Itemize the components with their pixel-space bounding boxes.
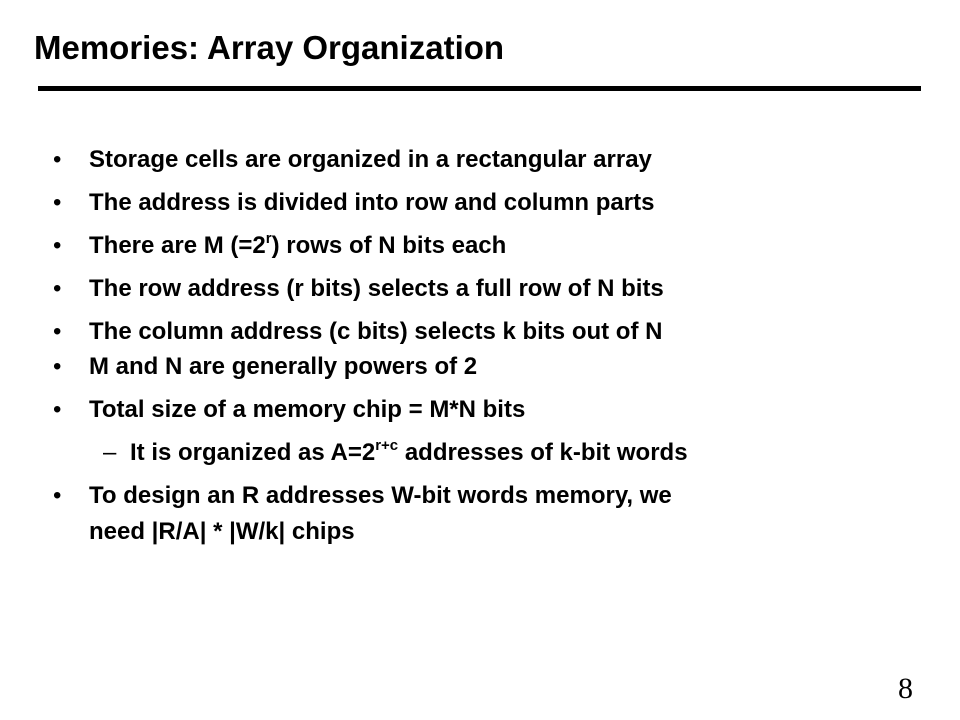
- title-underline: [38, 86, 921, 91]
- bullet-item: • To design an R addresses W-bit words m…: [53, 482, 672, 510]
- bullet-continuation: need |R/A| * |W/k| chips: [89, 518, 355, 546]
- bullet-text: ) rows of N bits each: [271, 232, 507, 259]
- bullet-marker: •: [53, 232, 62, 259]
- bullet-item: • The row address (r bits) selects a ful…: [53, 275, 664, 303]
- bullet-text: The address is divided into row and colu…: [89, 189, 655, 216]
- bullet-item: • There are M (=2r) rows of N bits each: [53, 230, 507, 260]
- bullet-marker: •: [53, 396, 62, 423]
- bullet-item: • The address is divided into row and co…: [53, 189, 655, 217]
- bullet-text: Total size of a memory chip = M*N bits: [89, 396, 526, 423]
- bullet-text: It is organized as A=2: [130, 439, 376, 466]
- bullet-text: The row address (r bits) selects a full …: [89, 275, 664, 302]
- bullet-marker: •: [53, 318, 62, 345]
- bullet-text-line: need |R/A| * |W/k| chips: [89, 518, 355, 545]
- bullet-marker: •: [53, 482, 62, 509]
- slide-title: Memories: Array Organization: [34, 29, 505, 66]
- bullet-item: • The column address (c bits) selects k …: [53, 318, 663, 346]
- bullet-item: • M and N are generally powers of 2: [53, 353, 478, 381]
- bullet-marker: •: [53, 146, 62, 173]
- bullet-text-line: To design an R addresses W-bit words mem…: [89, 482, 672, 509]
- dash-marker: –: [103, 439, 117, 466]
- bullet-item: • Storage cells are organized in a recta…: [53, 146, 652, 174]
- slide-number: 8: [898, 672, 913, 705]
- bullet-marker: •: [53, 275, 62, 302]
- bullet-marker: •: [53, 189, 62, 216]
- bullet-marker: •: [53, 353, 62, 380]
- bullet-item: • Total size of a memory chip = M*N bits: [53, 396, 526, 424]
- bullet-text: There are M (=2: [89, 232, 266, 259]
- bullet-text: M and N are generally powers of 2: [89, 353, 478, 380]
- bullet-text: Storage cells are organized in a rectang…: [89, 146, 652, 173]
- superscript: r+c: [375, 437, 399, 454]
- superscript: r: [265, 230, 272, 247]
- bullet-text: addresses of k-bit words: [398, 439, 688, 466]
- bullet-text: The column address (c bits) selects k bi…: [89, 318, 663, 345]
- sub-bullet-item: – It is organized as A=2r+c addresses of…: [103, 437, 688, 467]
